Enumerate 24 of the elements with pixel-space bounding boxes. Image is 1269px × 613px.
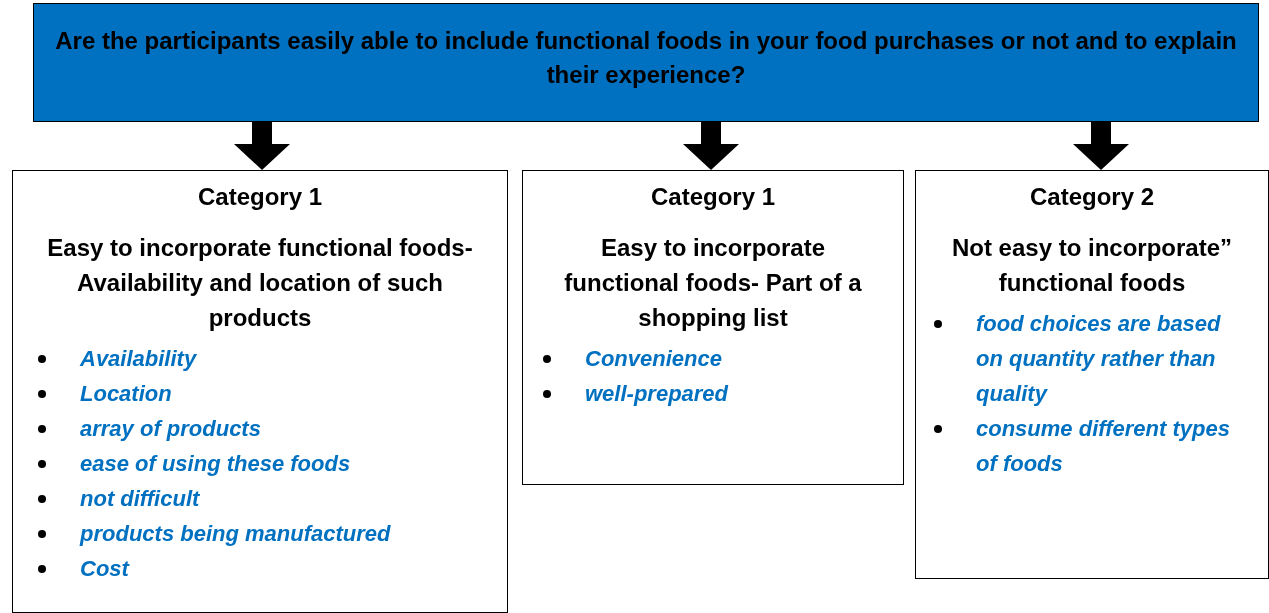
list-item-text: consume different types of foods — [976, 415, 1231, 478]
arrow — [683, 122, 739, 170]
category-box — [915, 170, 1269, 579]
list-item-text: products being manufactured — [80, 520, 392, 548]
list-item-text: Availability — [80, 345, 198, 373]
category-heading: Category 2 — [1029, 182, 1154, 212]
category-box — [12, 170, 508, 613]
arrow — [234, 122, 290, 170]
category-box — [522, 170, 904, 485]
list-item-text: ease of using these foods — [80, 450, 352, 478]
list-item-text: Cost — [80, 555, 131, 583]
list-item-text: well-prepared — [585, 380, 730, 408]
list-item-text: not difficult — [80, 485, 201, 513]
question-box — [33, 3, 1259, 122]
category-subheading: Not easy to incorporate” functional foods — [950, 233, 1234, 298]
category-heading: Category 1 — [197, 182, 322, 212]
category-subheading: Easy to incorporate functional foods- Availability and location of such products — [46, 233, 474, 333]
list-item-text: Location — [80, 380, 173, 408]
arrow — [1073, 122, 1129, 170]
category-heading: Category 1 — [650, 182, 775, 212]
list-item-text: Convenience — [585, 345, 723, 373]
list-item-text: array of products — [80, 415, 262, 443]
question-text: Are the participants easily able to include functional foods in your food purchases or not and to explain their experience? — [54, 26, 1238, 90]
category-subheading: Easy to incorporate functional foods- Part of a shopping list — [563, 233, 863, 333]
